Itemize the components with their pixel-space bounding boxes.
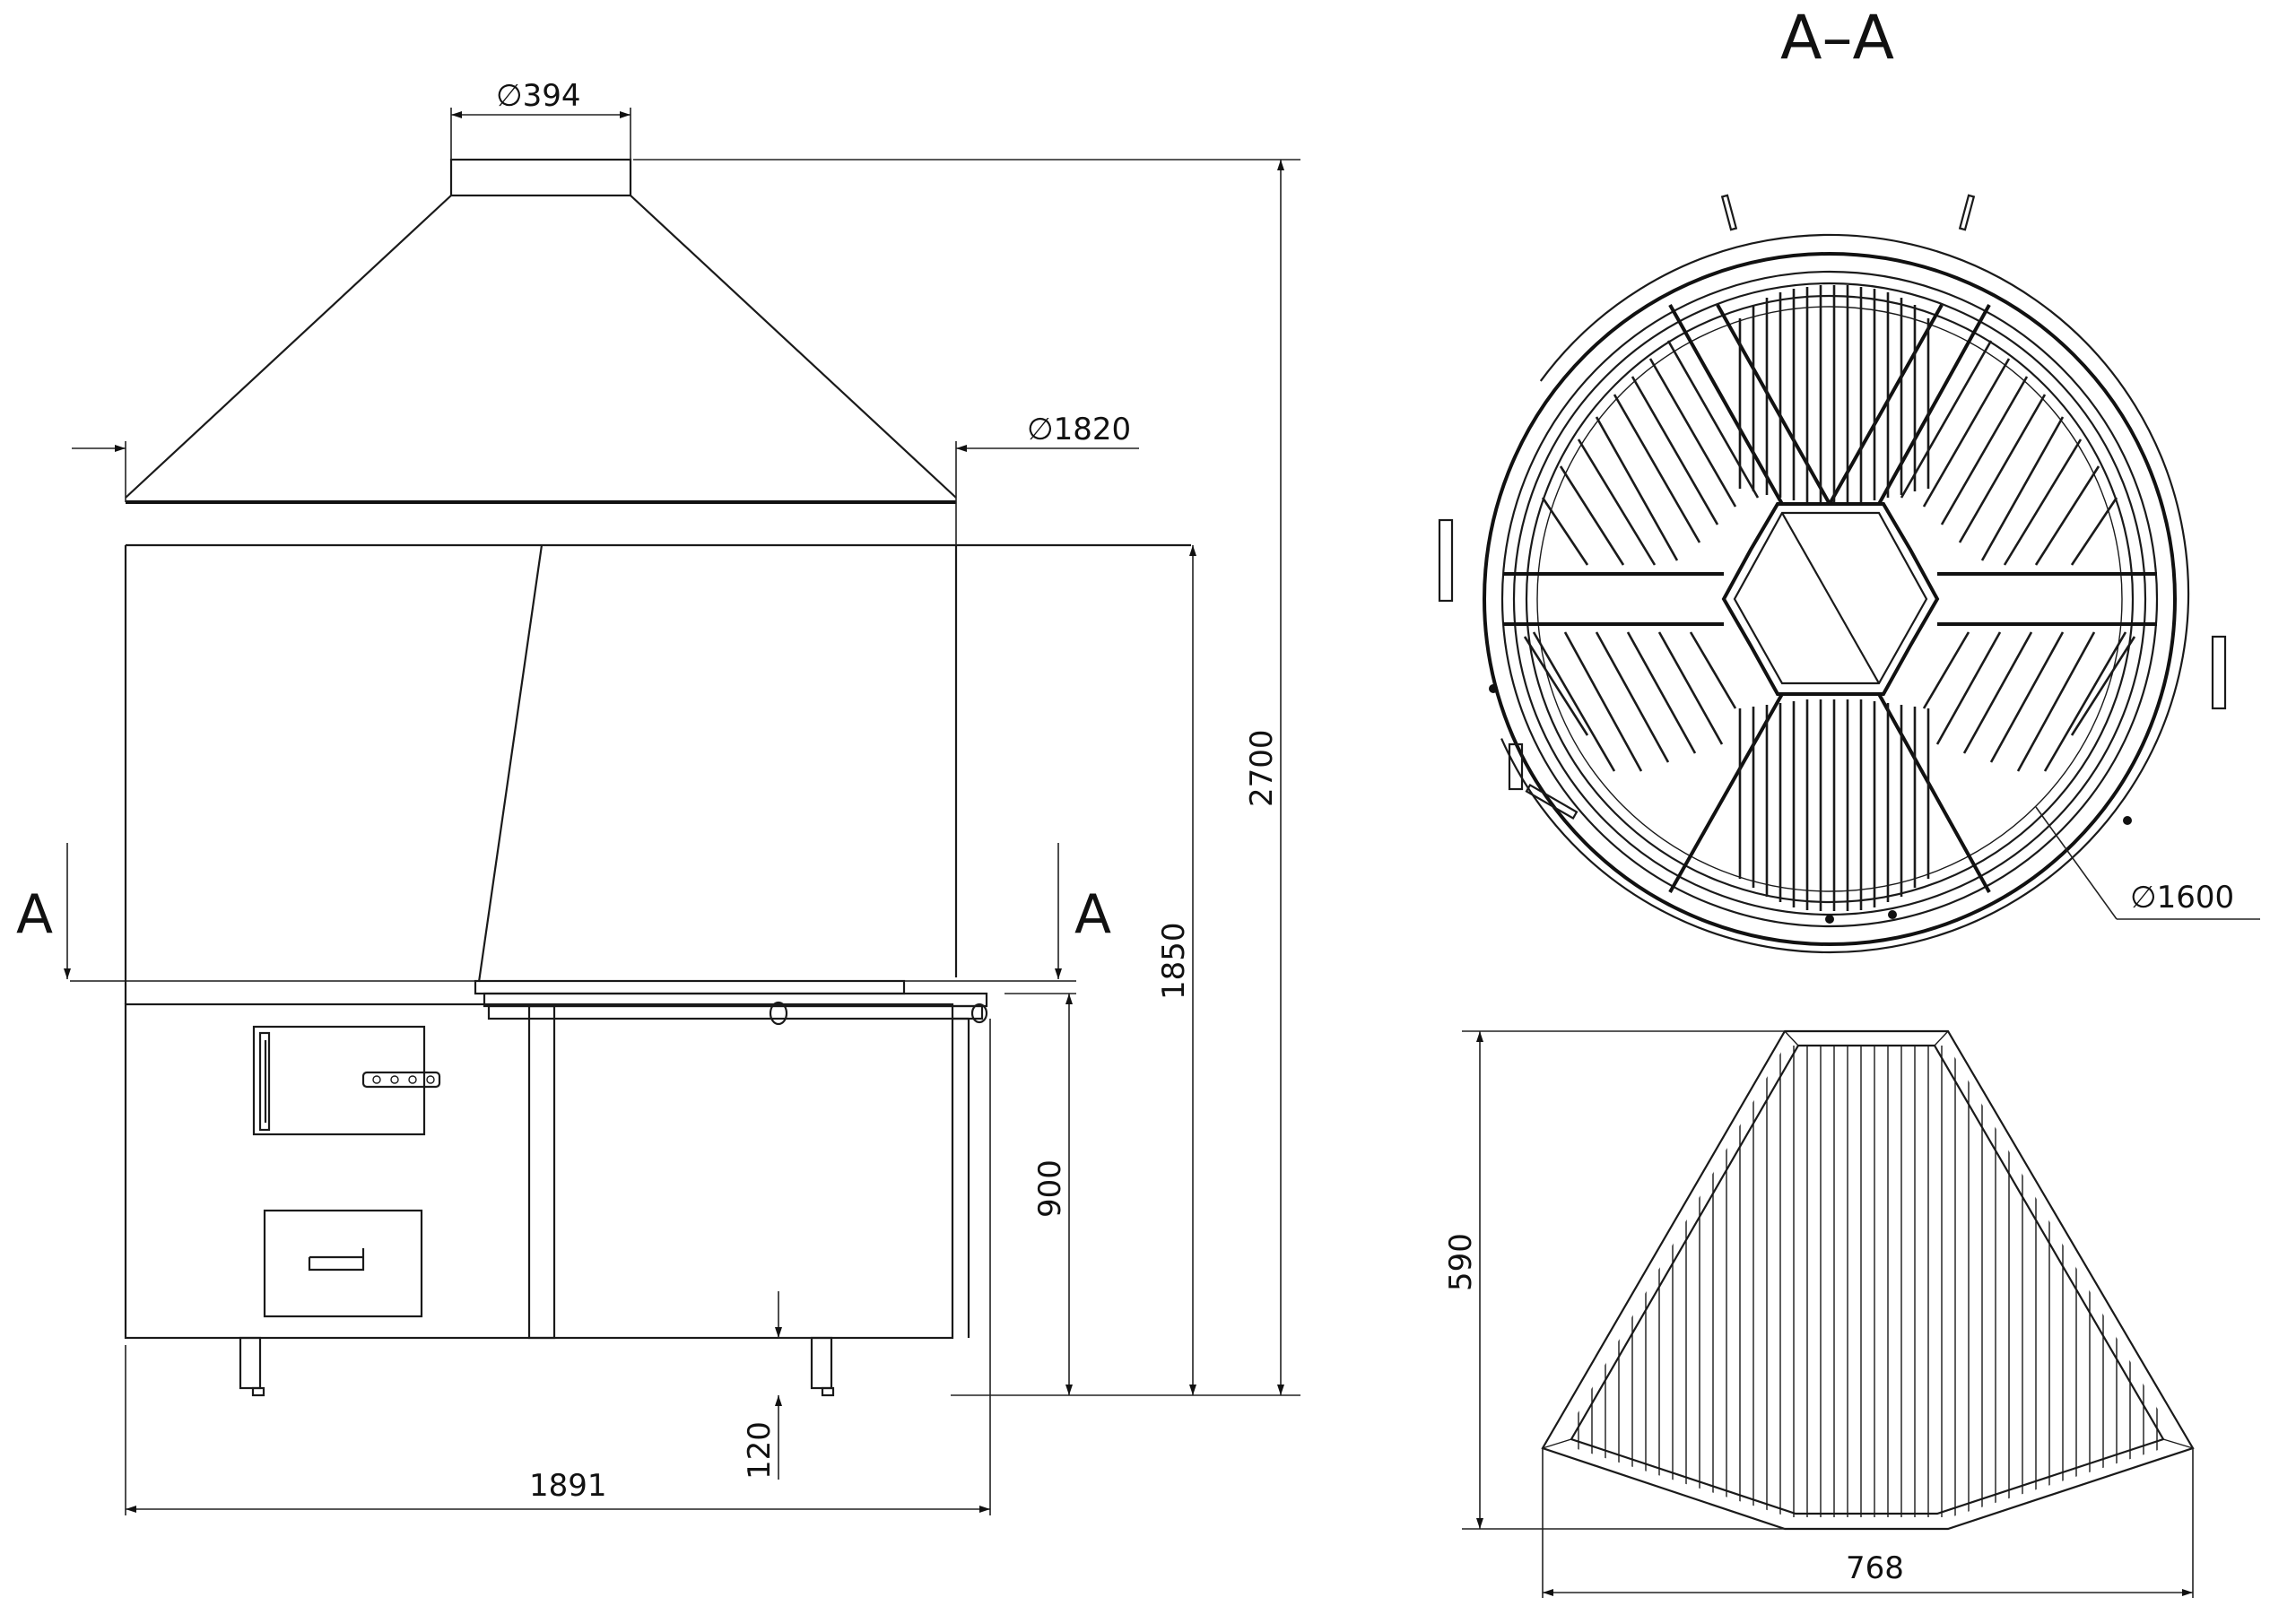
- dim-canopy-height: 1850: [1156, 922, 1192, 1000]
- section-a-a: A–A: [1438, 3, 2260, 954]
- legs: [239, 1336, 835, 1397]
- exhaust-hood: [125, 158, 1191, 547]
- dim-table-height: 900: [1032, 1159, 1068, 1218]
- grill-body: [124, 1003, 970, 1340]
- grill-grates: ∅1600: [1503, 285, 2260, 920]
- grate-segment: 590 768: [1443, 1029, 2195, 1598]
- section-title: A–A: [1780, 3, 1894, 74]
- front-elevation: A A ∅394 ∅1820 2700 1850: [16, 78, 1300, 1515]
- dim-segment-width: 768: [1846, 1550, 1904, 1586]
- section-marker-left: A: [16, 883, 53, 946]
- section-marker-right: A: [1074, 883, 1111, 946]
- front-dimensions: ∅394 ∅1820 2700 1850 900 120: [72, 78, 1300, 1515]
- dim-hood-outlet: ∅394: [496, 78, 581, 114]
- section-markers: A A: [16, 843, 1111, 979]
- grill-top: [474, 979, 988, 1026]
- dim-leg-height: 120: [742, 1421, 778, 1480]
- dim-total-height: 2700: [1244, 729, 1280, 807]
- dim-grill-diameter: ∅1600: [2130, 880, 2234, 916]
- support-frame: [70, 544, 1076, 1004]
- dim-total-width: 1891: [529, 1468, 607, 1504]
- dim-segment-depth: 590: [1443, 1233, 1479, 1291]
- dim-hood-base: ∅1820: [1027, 412, 1131, 447]
- ash-drawer: [263, 1209, 423, 1318]
- outer-rings: [1438, 194, 2227, 954]
- firebox-door: [252, 1025, 441, 1136]
